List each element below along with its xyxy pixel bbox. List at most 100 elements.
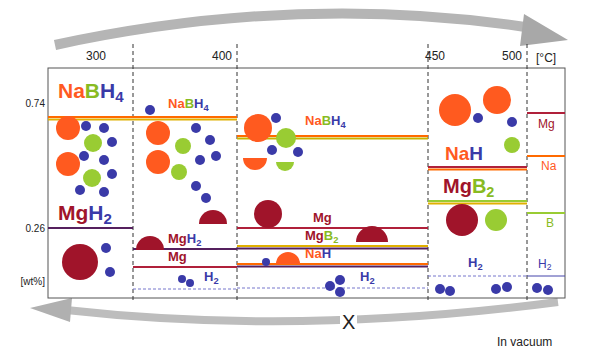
formula-part: 4 <box>340 120 345 130</box>
h-atom <box>335 275 345 285</box>
species-label: H2 <box>204 270 219 285</box>
species-label: MgH2 <box>58 201 112 225</box>
h-atom <box>325 281 335 291</box>
h-atom <box>145 105 155 115</box>
species-label: MgB2 <box>305 229 338 244</box>
formula-part: H <box>469 143 483 164</box>
formula-part: H <box>194 96 203 111</box>
axis-unit: [°C] <box>536 52 556 66</box>
h-atom <box>335 287 345 297</box>
formula-part: H <box>88 201 103 224</box>
divider <box>527 44 528 300</box>
h-atom <box>293 147 303 157</box>
mg-half <box>356 226 388 242</box>
h-atom <box>107 169 117 179</box>
species-label: NaBH4 <box>168 97 209 112</box>
formula-part: H <box>322 246 331 261</box>
species-label: MgB2 <box>443 175 494 198</box>
level-line <box>133 266 237 268</box>
b-atom <box>84 134 102 152</box>
h-atom <box>201 193 211 203</box>
level-line <box>527 212 565 214</box>
h-atom <box>107 137 117 147</box>
b-atom <box>504 137 520 153</box>
formula-part: 2 <box>213 276 218 286</box>
species-label: NaH <box>445 143 483 165</box>
formula-part: Na <box>305 113 322 128</box>
level-line <box>428 276 527 277</box>
formula-part: B <box>85 79 100 102</box>
h-atom <box>445 286 455 296</box>
formula-part: 2 <box>486 184 494 200</box>
h-atom <box>267 145 277 155</box>
level-line <box>237 245 428 247</box>
b-half <box>276 162 294 171</box>
h-atom <box>191 123 201 133</box>
formula-part: B <box>185 96 194 111</box>
species-label: Na <box>541 160 556 174</box>
h-atom <box>81 121 91 131</box>
na-atom <box>56 116 80 140</box>
formula-part: Mg <box>168 249 187 264</box>
na-half <box>243 158 267 170</box>
species-label: MgH2 <box>168 232 201 247</box>
h-atom <box>101 243 111 253</box>
formula-part: 2 <box>369 276 374 286</box>
species-label: B <box>546 217 554 231</box>
top-arrow-head <box>520 14 568 46</box>
h-atom <box>211 151 221 161</box>
formula-part: Mg <box>305 228 324 243</box>
mg-atom <box>254 200 282 228</box>
na-atom <box>244 114 272 142</box>
formula-part: B <box>322 113 331 128</box>
species-label: Mg <box>313 211 332 226</box>
formula-part: Mg <box>168 231 187 246</box>
formula-part: 4 <box>115 88 123 105</box>
bottom-arrow-head <box>30 298 72 322</box>
formula-part: H <box>538 257 547 271</box>
h-atom <box>543 285 553 295</box>
formula-part: Mg <box>443 175 472 197</box>
formula-part: 2 <box>477 262 482 272</box>
b-atom <box>485 209 507 231</box>
level-line <box>428 203 527 205</box>
h-atom <box>205 135 215 145</box>
species-label: Mg <box>538 118 555 132</box>
formula-part: Na <box>541 159 556 173</box>
formula-part: 2 <box>196 238 201 248</box>
b-atom <box>175 138 191 154</box>
condition-note: In vacuum <box>497 336 552 350</box>
level-line <box>428 200 527 202</box>
species-label: NaBH4 <box>305 114 346 129</box>
formula-part: H <box>187 231 196 246</box>
mg-half <box>199 210 227 224</box>
b-atom <box>83 169 101 187</box>
h-atom <box>271 113 281 123</box>
na-atom <box>146 150 170 174</box>
h-atom <box>191 181 201 191</box>
na-half <box>276 252 300 264</box>
axis-tick: 450 <box>425 50 445 64</box>
formula-part: Mg <box>313 210 332 225</box>
h-atom <box>195 155 205 165</box>
b-atom <box>171 164 187 180</box>
level-lines <box>48 113 565 289</box>
species-label: NaH <box>305 247 331 262</box>
level-line <box>237 248 428 250</box>
mg-half <box>136 236 164 250</box>
formula-part: H <box>331 113 340 128</box>
h-atom <box>491 284 501 294</box>
b-atom <box>276 128 296 148</box>
h-atom <box>99 155 109 165</box>
axis-tick: 500 <box>502 50 522 64</box>
formula-part: B <box>472 175 486 197</box>
h-atom <box>99 123 109 133</box>
level-line <box>133 289 237 290</box>
na-atom <box>146 121 170 145</box>
bottom-arrow <box>66 302 558 321</box>
level-line <box>527 112 565 114</box>
top-arrow <box>55 13 532 45</box>
mg-atom <box>62 244 98 280</box>
axis-tick: 0.26 <box>26 223 45 235</box>
